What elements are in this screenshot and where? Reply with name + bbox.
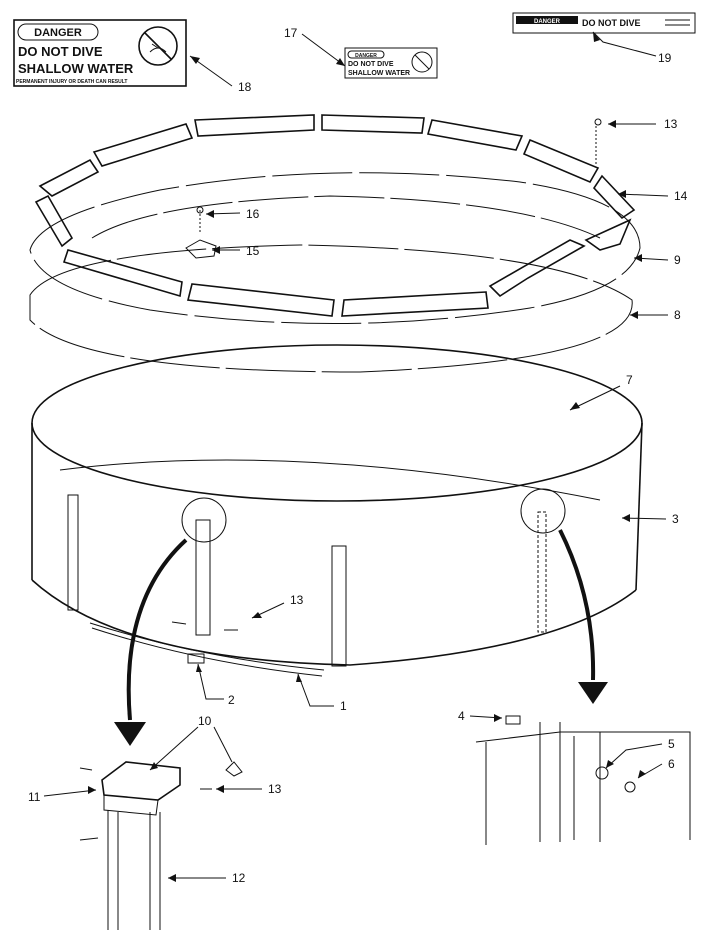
callout-13-middle: 13: [290, 593, 304, 607]
danger-strip-sign: DANGER DO NOT DIVE: [512, 12, 696, 34]
callout-17: 17: [284, 26, 298, 40]
pool-wall: [31, 344, 643, 677]
danger-sign-large-line2: SHALLOW WATER: [18, 61, 134, 76]
callout-3: 3: [672, 512, 679, 526]
callout-12: 12: [232, 871, 246, 885]
top-rail-ring: [29, 172, 641, 324]
detail-arrow-left: [114, 538, 188, 746]
danger-sign-small-header: DANGER: [355, 53, 377, 59]
danger-sign-small-line1: DO NOT DIVE: [348, 61, 394, 68]
screw-13-top: [594, 118, 602, 166]
danger-strip-header: DANGER: [534, 19, 561, 25]
callout-10: 10: [198, 714, 212, 728]
callout-1: 1: [340, 699, 347, 713]
callout-5: 5: [668, 737, 675, 751]
callout-2: 2: [228, 693, 235, 707]
callout-7: 7: [626, 373, 633, 387]
callout-16: 16: [246, 207, 260, 221]
no-diving-icon-small: [411, 51, 433, 73]
danger-sign-large: DANGER DO NOT DIVE SHALLOW WATER PERMANE…: [13, 19, 187, 87]
danger-sign-large-line1: DO NOT DIVE: [18, 44, 103, 59]
bottom-rail-ring: [29, 244, 633, 373]
screw-16: [196, 206, 204, 232]
callout-6: 6: [668, 757, 675, 771]
danger-strip-text: DO NOT DIVE: [582, 18, 641, 28]
no-diving-icon: [138, 26, 178, 66]
callout-9: 9: [674, 253, 681, 267]
detail-upright-top: [79, 761, 243, 930]
callout-11: 11: [28, 790, 41, 804]
danger-sign-small: DANGER DO NOT DIVE SHALLOW WATER: [344, 47, 438, 79]
danger-sign-small-line2: SHALLOW WATER: [348, 70, 410, 77]
callout-13-lower: 13: [268, 782, 282, 796]
detail-wall-joint: [475, 715, 691, 845]
top-ledge-ring: [34, 114, 636, 317]
danger-sign-large-header: DANGER: [34, 27, 82, 39]
callout-14: 14: [674, 189, 688, 203]
leader-arrowheads: [88, 32, 646, 882]
danger-sign-large-line3: PERMANENT INJURY OR DEATH CAN RESULT: [16, 79, 128, 85]
callout-4: 4: [458, 709, 465, 723]
callout-18: 18: [238, 80, 252, 94]
callout-19: 19: [658, 51, 672, 65]
callout-numbers: 18 17 19 13 14 16 15 9 8 7 3 13 2 1 10 1…: [28, 26, 688, 885]
callout-15: 15: [246, 244, 260, 258]
callout-13-top: 13: [664, 117, 678, 131]
callout-8: 8: [674, 308, 681, 322]
detail-arrow-right: [558, 529, 608, 704]
